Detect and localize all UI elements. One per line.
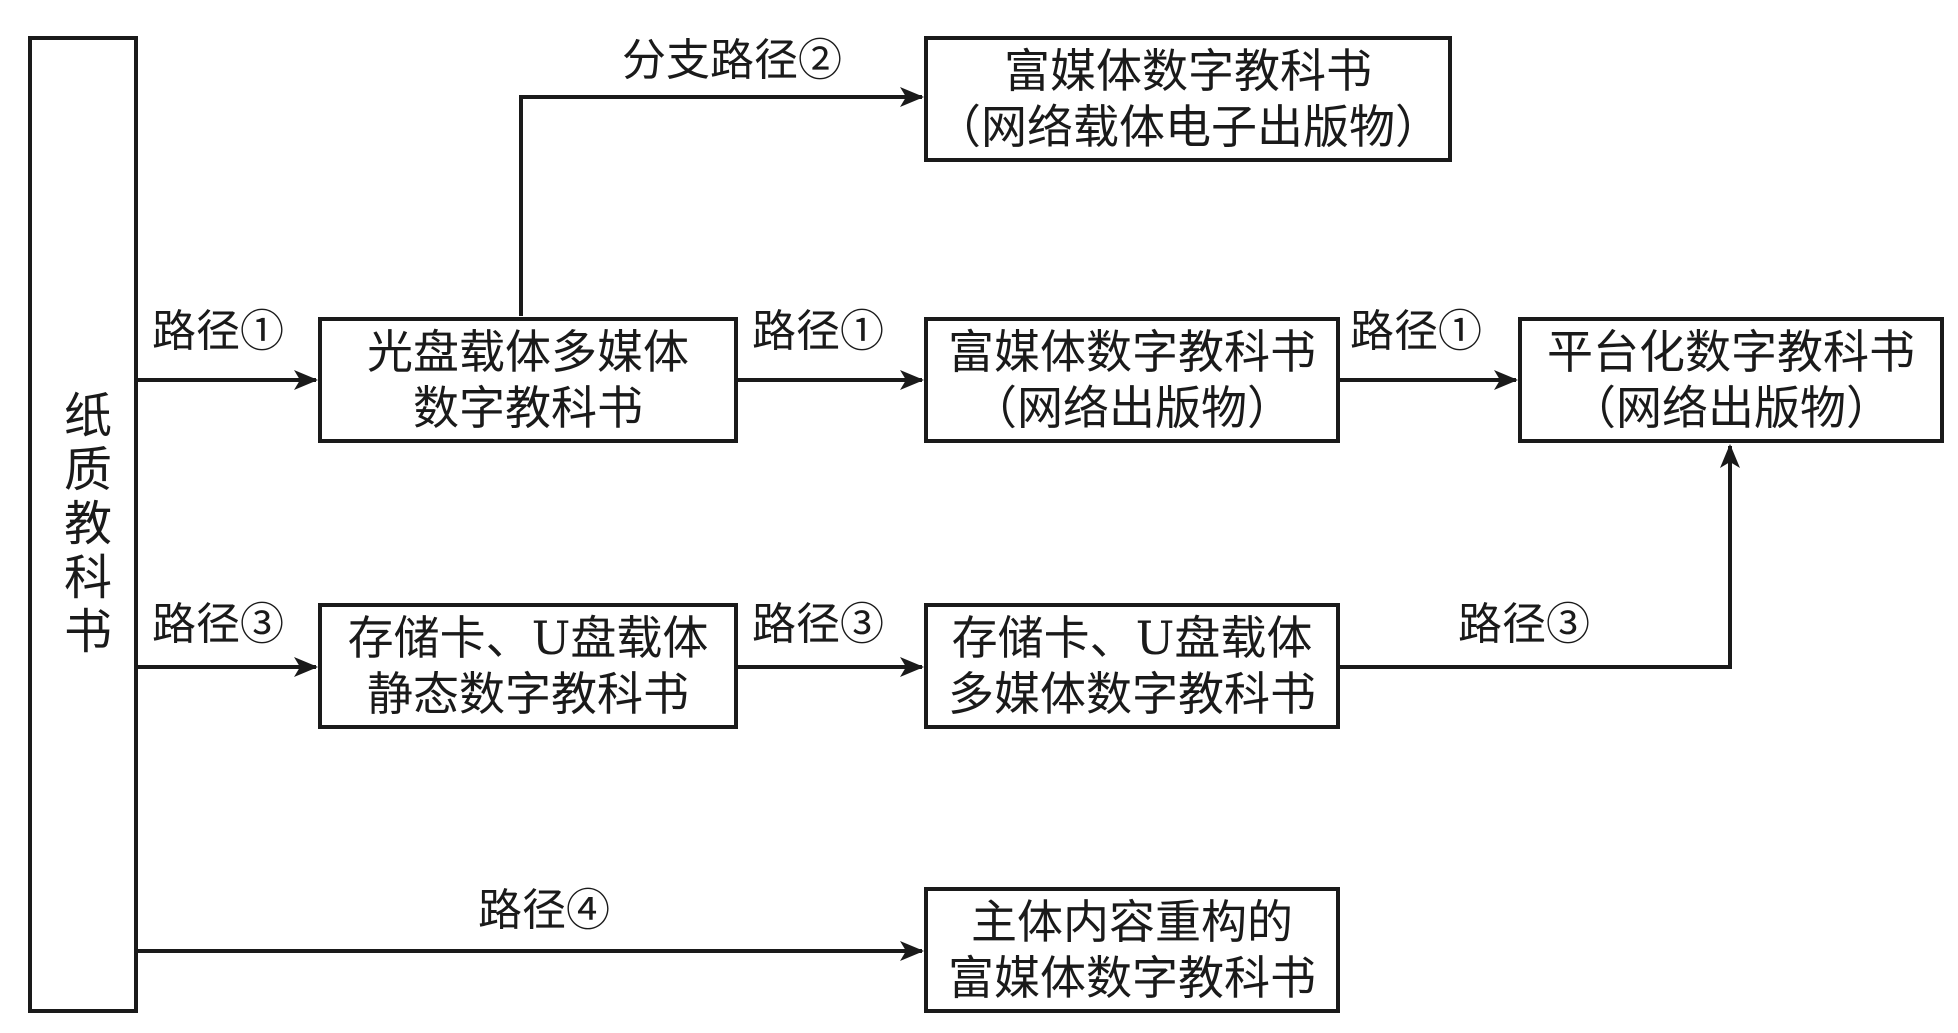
node-rich-media-network-publication: 富媒体数字教科书 （网络出版物） (924, 317, 1340, 443)
edge-label-usb-multi-to-platform: 路径③ (1458, 599, 1590, 650)
edge-label-root-to-restructured: 路径④ (478, 885, 610, 936)
node-usb-multimedia-textbook: 存储卡、U盘载体 多媒体数字教科书 (924, 603, 1340, 729)
edge-label-rich-net-to-platform: 路径① (1350, 306, 1482, 357)
edge-label-root-to-cd: 路径① (152, 306, 284, 357)
node-line: 光盘载体多媒体 (367, 325, 689, 379)
node-line: 主体内容重构的 (971, 895, 1293, 949)
node-platform-textbook: 平台化数字教科书 （网络出版物） (1518, 317, 1944, 443)
node-usb-static-textbook: 存储卡、U盘载体 静态数字教科书 (318, 603, 738, 729)
node-line: （网络出版物） (1570, 381, 1892, 435)
node-line: 富媒体数字教科书 (948, 325, 1316, 379)
node-line: 静态数字教科书 (367, 667, 689, 721)
node-line: 存储卡、U盘载体 (951, 611, 1313, 665)
edge-branch-to-rich-net-carrier (519, 87, 924, 316)
node-line: 富媒体数字教科书 (948, 951, 1316, 1005)
edge-label-root-to-usb-static: 路径③ (152, 599, 284, 650)
edge-label-cd-to-rich-net: 路径① (752, 306, 884, 357)
node-line: 存储卡、U盘载体 (347, 611, 709, 665)
edge-label-branch-2: 分支路径② (622, 35, 842, 86)
node-line: （网络出版物） (971, 381, 1293, 435)
node-line: 平台化数字教科书 (1547, 325, 1915, 379)
node-paper-textbook: 纸质教科书 (28, 36, 138, 1013)
node-paper-textbook-label: 纸质教科书 (55, 389, 111, 660)
node-rich-media-network-carrier: 富媒体数字教科书 （网络载体电子出版物） (924, 36, 1452, 162)
node-line: 数字教科书 (413, 381, 643, 435)
edge-label-usb-static-to-usb-multi: 路径③ (752, 599, 884, 650)
edge-usb-multi-to-platform (1340, 444, 1740, 669)
node-cd-multimedia-textbook: 光盘载体多媒体 数字教科书 (318, 317, 738, 443)
node-restructured-rich-media-textbook: 主体内容重构的 富媒体数字教科书 (924, 887, 1340, 1013)
node-line: （网络载体电子出版物） (935, 100, 1441, 154)
node-line: 富媒体数字教科书 (1004, 44, 1372, 98)
node-line: 多媒体数字教科书 (948, 667, 1316, 721)
